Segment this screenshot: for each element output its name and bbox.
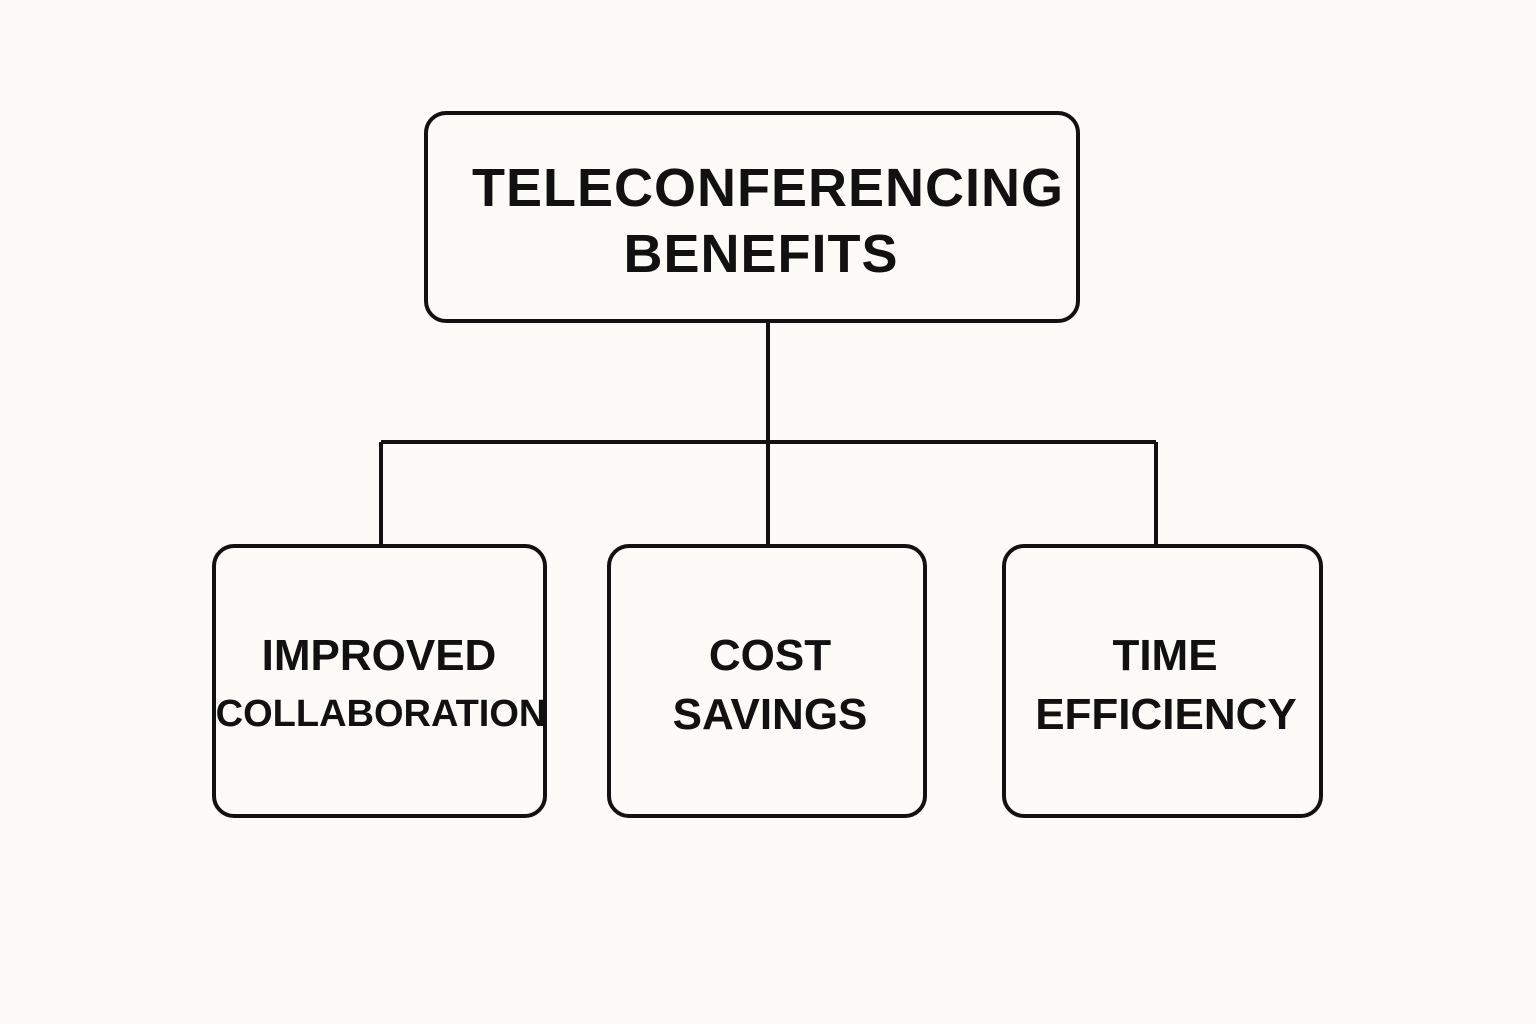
root-node-box — [424, 111, 1080, 323]
child-node-box — [212, 544, 547, 818]
root-node-title-line2: BENEFITS — [623, 224, 898, 284]
child-node-label-line1: TIME — [1112, 631, 1217, 680]
child-node-box — [1002, 544, 1323, 818]
child-node-box — [607, 544, 927, 818]
root-node-title-line1: TELECONFERENCING — [472, 158, 1064, 218]
child-node-time-efficiency: TIME EFFICIENCY — [1002, 544, 1323, 818]
child-node-cost-savings: COST SAVINGS — [607, 544, 927, 818]
root-node: TELECONFERENCING BENEFITS — [424, 111, 1080, 323]
child-node-improved-collaboration: IMPROVED COLLABORATION — [212, 544, 547, 818]
connectors — [379, 321, 1158, 546]
child-node-label-line2: COLLABORATION — [216, 693, 547, 735]
child-node-label-line2: SAVINGS — [673, 690, 868, 739]
child-node-label-line1: COST — [709, 631, 831, 680]
child-node-label-line1: IMPROVED — [262, 631, 497, 680]
child-node-label-line2: EFFICIENCY — [1035, 690, 1297, 739]
